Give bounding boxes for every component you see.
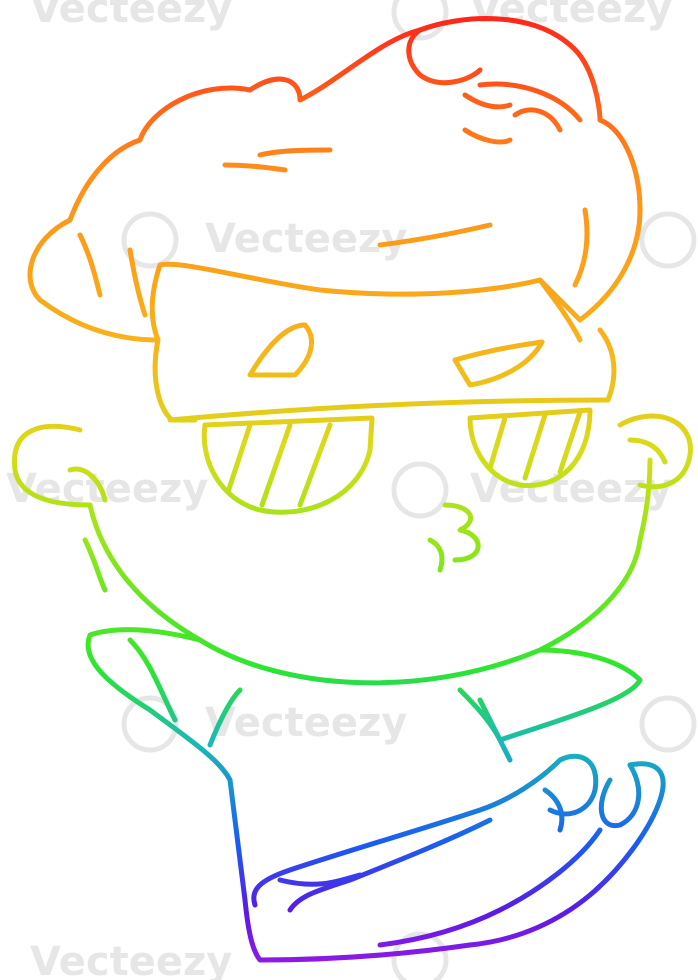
watermark-text: Vecteezy xyxy=(470,466,672,512)
watermark-group: Vecteezy Vecteezy Vecteezy Vecteezy Vect… xyxy=(6,0,697,980)
pursed-lips xyxy=(442,502,481,563)
watermark-text: Vecteezy xyxy=(470,0,672,32)
left-lens xyxy=(201,415,375,515)
watermark-lower: Vecteezy Vecteezy xyxy=(6,461,672,519)
right-eyebrow xyxy=(452,339,545,388)
watermark-middle: Vecteezy xyxy=(121,211,697,269)
watermark-text: Vecteezy xyxy=(6,466,208,512)
vecteezy-logo-icon xyxy=(391,461,449,519)
vecteezy-logo-icon xyxy=(639,211,697,269)
watermark-text: Vecteezy xyxy=(205,700,407,746)
vecteezy-logo-icon xyxy=(639,695,697,753)
left-eyebrow xyxy=(247,322,314,378)
vecteezy-logo-icon xyxy=(391,931,449,980)
watermark-text: Vecteezy xyxy=(205,216,407,262)
eyebrows xyxy=(247,322,545,388)
watermark-text: Vecteezy xyxy=(30,0,232,32)
vecteezy-logo-icon xyxy=(391,0,449,41)
hair xyxy=(27,16,643,343)
face xyxy=(11,327,693,686)
right-lens xyxy=(467,407,593,489)
body xyxy=(85,627,666,963)
vecteezy-logo-icon xyxy=(121,695,179,753)
watermark-text: Vecteezy xyxy=(30,939,232,980)
vecteezy-logo-icon xyxy=(121,211,179,269)
watermark-top: Vecteezy Vecteezy xyxy=(30,0,672,41)
watermark-bottom: Vecteezy Vecteezy xyxy=(30,695,697,980)
